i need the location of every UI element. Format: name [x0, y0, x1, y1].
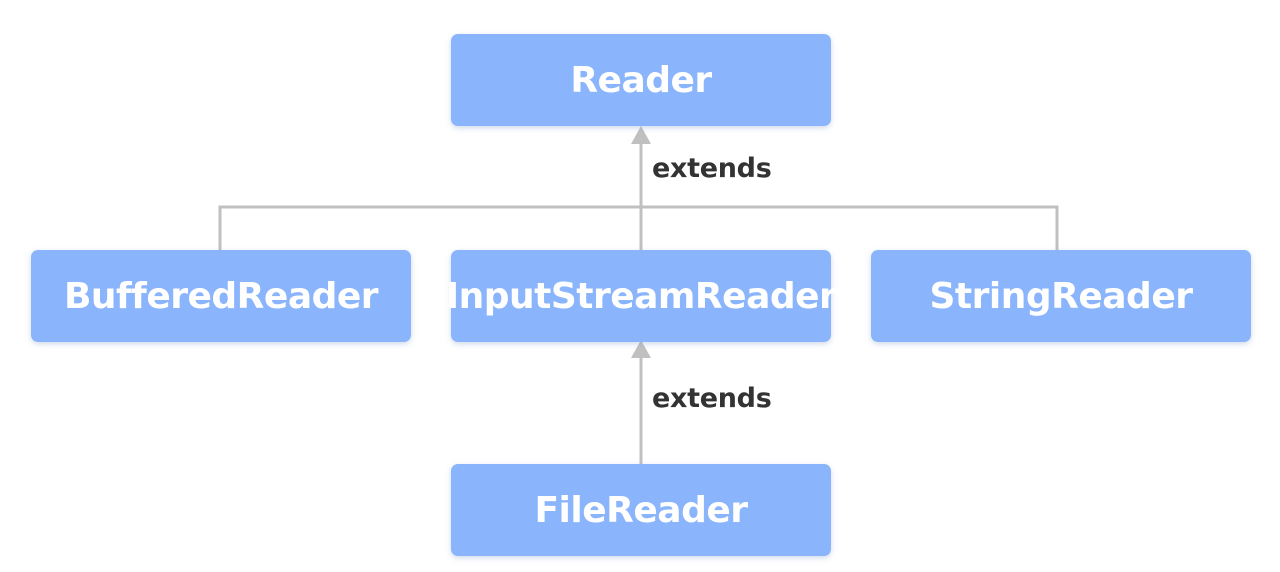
- node-input-stream-reader: InputStreamReader: [446, 250, 837, 342]
- arrowhead-reader: [631, 126, 651, 144]
- node-reader-label: Reader: [570, 59, 712, 101]
- arrowhead-input-stream-reader: [631, 340, 651, 358]
- node-file-reader: FileReader: [451, 464, 831, 556]
- node-buffered-reader: BufferedReader: [31, 250, 411, 342]
- edge-label-extends-1: extends: [652, 153, 772, 184]
- node-string-reader: StringReader: [871, 250, 1251, 342]
- node-file-reader-label: FileReader: [534, 489, 748, 531]
- node-input-stream-reader-label: InputStreamReader: [445, 275, 837, 317]
- connector-bus: [218, 205, 1059, 250]
- node-string-reader-label: StringReader: [929, 275, 1194, 317]
- node-reader: Reader: [451, 34, 831, 126]
- edge-label-extends-3: extends: [652, 383, 772, 414]
- node-buffered-reader-label: BufferedReader: [63, 275, 379, 317]
